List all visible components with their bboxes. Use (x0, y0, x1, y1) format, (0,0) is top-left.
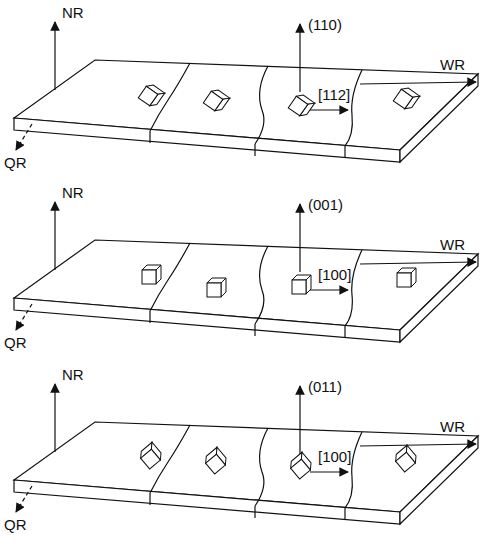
axis-label: NR (62, 366, 84, 383)
direction-label: [112] (318, 86, 350, 103)
axis-label: QR (4, 154, 27, 171)
direction-label: [100] (318, 448, 351, 465)
axis-label: NR (62, 184, 84, 201)
axis-label: QR (4, 516, 27, 533)
direction-label: [100] (318, 266, 351, 283)
plane-label: (110) (308, 16, 342, 33)
plane-label: (001) (308, 196, 343, 213)
plane-label: (011) (308, 378, 342, 395)
axis-label: QR (4, 334, 27, 351)
axis-label: WR (440, 236, 465, 253)
axis-label: WR (440, 56, 465, 73)
axis-label: NR (62, 4, 84, 21)
axis-label: WR (440, 418, 465, 435)
